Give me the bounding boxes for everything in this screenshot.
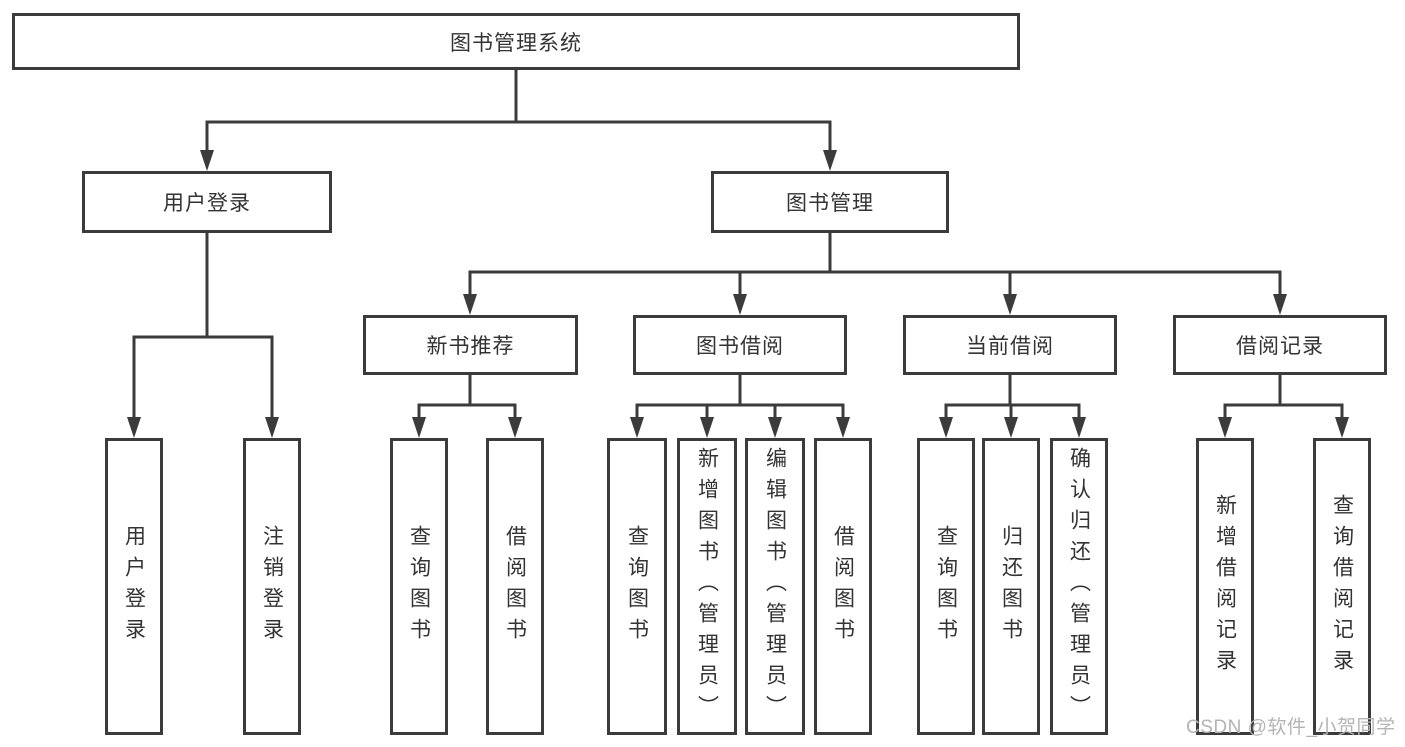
node-label: 新增图书（管理员） [695, 447, 719, 726]
leaf-add-borrow-record: 新增借阅记录 [1196, 438, 1254, 735]
node-user-login: 用户登录 [82, 171, 332, 233]
node-library-management-system: 图书管理系统 [12, 13, 1020, 70]
node-label: 查询图书 [934, 524, 958, 649]
node-label: 用户登录 [122, 524, 146, 649]
node-book-borrowing: 图书借阅 [633, 315, 847, 375]
node-current-borrowing: 当前借阅 [903, 315, 1117, 375]
leaf-query-books-3: 查询图书 [917, 438, 975, 735]
node-label: 图书借阅 [696, 335, 784, 358]
node-label: 查询图书 [407, 524, 431, 649]
leaf-borrow-books-2: 借阅图书 [814, 438, 872, 735]
node-label: 借阅图书 [503, 524, 527, 649]
node-label: 查询借阅记录 [1330, 493, 1354, 680]
node-label: 图书管理系统 [450, 31, 582, 55]
csdn-watermark: CSDN @软件_小贺同学 [1186, 717, 1396, 738]
leaf-return-books: 归还图书 [982, 438, 1040, 735]
leaf-query-borrow-record: 查询借阅记录 [1313, 438, 1371, 735]
node-book-management: 图书管理 [711, 171, 949, 233]
leaf-query-books-2: 查询图书 [607, 438, 667, 735]
node-borrowing-records: 借阅记录 [1173, 315, 1387, 375]
node-label: 用户登录 [163, 192, 251, 215]
leaf-query-books-1: 查询图书 [390, 438, 448, 735]
leaf-logout: 注销登录 [243, 438, 301, 735]
node-label: 注销登录 [260, 524, 284, 649]
node-label: 新增借阅记录 [1213, 493, 1237, 680]
node-label: 图书管理 [786, 192, 874, 215]
leaf-edit-book-admin: 编辑图书（管理员） [745, 438, 805, 735]
node-label: 借阅图书 [831, 524, 855, 649]
node-label: 借阅记录 [1236, 335, 1324, 358]
node-label: 当前借阅 [966, 335, 1054, 358]
node-label: 确认归还（管理员） [1067, 447, 1091, 726]
node-label: 归还图书 [999, 524, 1023, 649]
node-label: 查询图书 [625, 524, 649, 649]
node-label: 新书推荐 [426, 335, 515, 358]
node-new-book-recommend: 新书推荐 [363, 315, 578, 375]
leaf-user-login: 用户登录 [105, 438, 163, 735]
node-label: 编辑图书（管理员） [763, 447, 787, 726]
leaf-add-book-admin: 新增图书（管理员） [677, 438, 737, 735]
leaf-confirm-return-admin: 确认归还（管理员） [1050, 438, 1108, 735]
leaf-borrow-books-1: 借阅图书 [486, 438, 544, 735]
